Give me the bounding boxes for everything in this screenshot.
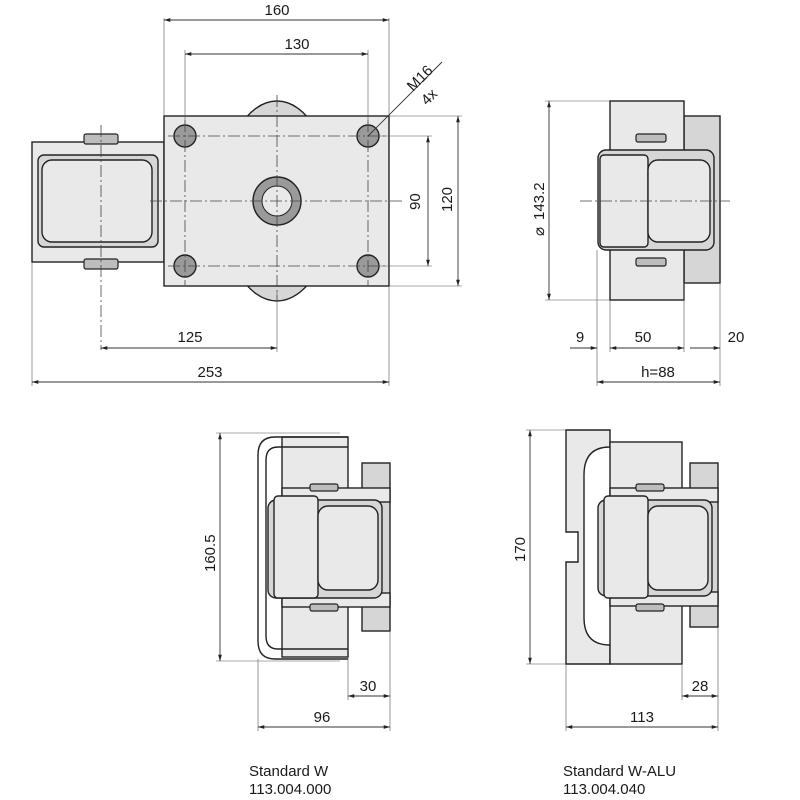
w-hub-top	[309, 483, 339, 492]
w-hub-bottom	[309, 603, 339, 612]
dim-diameter-symbol: ⌀	[531, 227, 548, 236]
dim-120: 120	[439, 187, 456, 212]
dim-170: 170	[512, 537, 529, 562]
dim-96: 96	[314, 709, 331, 726]
dim-125: 125	[177, 329, 202, 346]
dim-160: 160	[264, 2, 289, 19]
fork-wheel-top	[41, 159, 153, 243]
standard-w-name: Standard W	[249, 763, 329, 780]
standard-w-number: 113.004.000	[249, 781, 331, 798]
side-view: ⌀ 143.2 9 50 20 h=88	[531, 100, 745, 386]
dim-253: 253	[197, 364, 222, 381]
side-hub-top	[635, 133, 667, 143]
top-view: 160 130 M16 4x 90 120 125 253	[31, 2, 462, 386]
w-handle	[257, 436, 348, 660]
dim-20: 20	[728, 329, 745, 346]
standard-w-alu-number: 113.004.040	[563, 781, 645, 798]
standard-w-view: 160.5 30 96 Standard W 113.004.000	[202, 432, 391, 798]
alu-hub-bottom	[635, 603, 665, 612]
alu-wheel-face	[647, 505, 709, 591]
alu-fork	[603, 495, 649, 599]
w-wheel-face	[317, 505, 379, 591]
dim-9: 9	[576, 329, 584, 346]
w-fork	[273, 495, 319, 599]
dim-28: 28	[692, 678, 709, 695]
dim-30: 30	[360, 678, 377, 695]
standard-w-alu-name: Standard W-ALU	[563, 763, 676, 780]
alu-hub-top	[635, 483, 665, 492]
side-hub-bottom	[635, 257, 667, 267]
dim-90: 90	[407, 193, 424, 210]
dim-h-88: h=88	[641, 364, 675, 381]
dim-160-5: 160.5	[202, 534, 219, 572]
standard-w-alu-view: 170 28 113 Standard W-ALU 113.004.040	[512, 429, 719, 798]
dim-130: 130	[284, 36, 309, 53]
dim-113: 113	[630, 709, 654, 726]
dim-143-2: 143.2	[531, 182, 548, 220]
dim-50: 50	[635, 329, 652, 346]
